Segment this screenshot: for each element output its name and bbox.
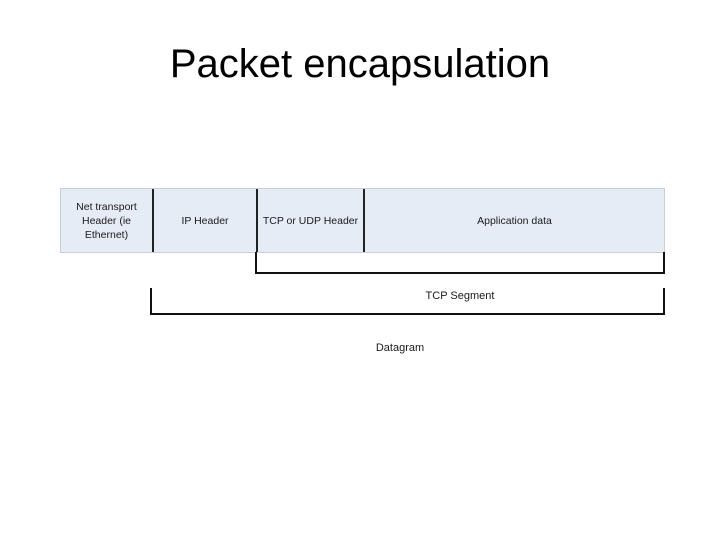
- bracket-datagram: [150, 288, 665, 315]
- packet-field-tcp-or-udp-header: TCP or UDP Header: [256, 189, 363, 252]
- packet-field-ip-header: IP Header: [152, 189, 256, 252]
- packet-field-net-transport-header: Net transport Header (ie Ethernet): [61, 189, 152, 252]
- bracket-label-datagram: Datagram: [375, 342, 425, 354]
- packet-diagram-strip: Net transport Header (ie Ethernet) IP He…: [60, 188, 665, 253]
- page-title: Packet encapsulation: [169, 42, 551, 86]
- packet-field-application-data: Application data: [363, 189, 664, 252]
- bracket-label-tcp-segment: TCP Segment: [425, 290, 495, 302]
- bracket-tcp-segment: [255, 252, 665, 274]
